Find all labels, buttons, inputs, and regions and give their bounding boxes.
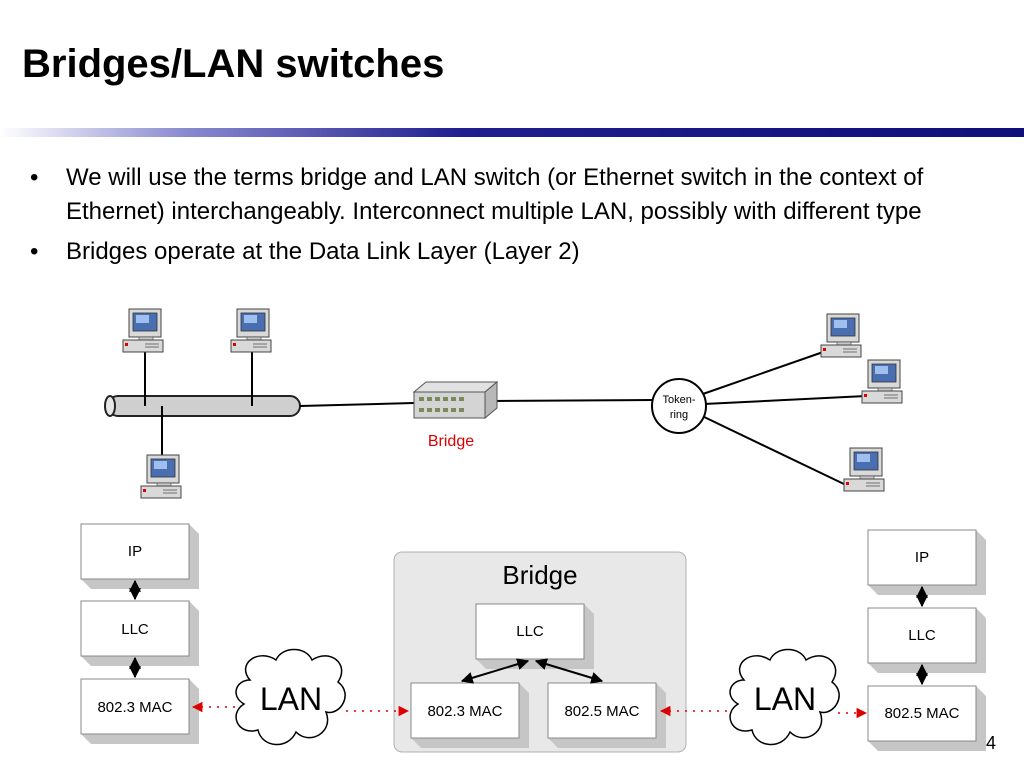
link-line (299, 402, 415, 407)
lan-cloud-icon (235, 648, 346, 746)
bridge-label: Bridge (428, 433, 474, 450)
layer-box (80, 523, 199, 589)
layer-box (867, 529, 986, 595)
bullet-item: Bridges operate at the Data Link Layer (… (30, 235, 990, 269)
layer-label: IP (915, 549, 929, 566)
slide-title: Bridges/LAN switches (22, 42, 445, 86)
layer-box (80, 678, 199, 744)
computer-icon (861, 359, 903, 404)
double-arrow (460, 658, 530, 684)
double-arrow (534, 658, 604, 684)
token-ring-label: Token- (662, 394, 695, 406)
lan-label: LAN (754, 681, 816, 717)
title-underline (0, 128, 1024, 137)
computer-icon (843, 447, 885, 492)
layer-label: 802.3 MAC (97, 699, 172, 716)
bullet-item: We will use the terms bridge and LAN swi… (30, 161, 990, 229)
layer-label: LLC (908, 627, 936, 644)
layer-label: IP (128, 543, 142, 560)
link-line (489, 399, 653, 402)
layer-label: LLC (121, 621, 149, 638)
link-line (703, 395, 867, 405)
token-ring-label: ring (670, 409, 688, 421)
lan-cloud-icon (729, 648, 840, 746)
ethernet-bus (104, 395, 301, 417)
bridge-device-icon (412, 380, 499, 420)
layer-box (867, 607, 986, 673)
layer-label: LLC (516, 623, 544, 640)
bullet-list: We will use the terms bridge and LAN swi… (30, 161, 990, 275)
layer-label: 802.5 MAC (564, 703, 639, 720)
layer-box (80, 600, 199, 666)
link-line (699, 350, 827, 396)
computer-icon (230, 308, 272, 353)
lan-label: LAN (260, 681, 322, 717)
layer-box (547, 682, 666, 748)
layer-label: 802.3 MAC (427, 703, 502, 720)
computer-icon (140, 454, 182, 499)
token-ring-node (651, 378, 707, 434)
layer-box (410, 682, 529, 748)
layer-box (867, 685, 986, 751)
link-line (699, 414, 847, 486)
computer-icon (122, 308, 164, 353)
computer-icon (820, 313, 862, 358)
layer-label: 802.5 MAC (884, 705, 959, 722)
page-number: 4 (986, 733, 997, 753)
bridge-stack-title: Bridge (502, 560, 577, 590)
layer-box (475, 603, 594, 669)
